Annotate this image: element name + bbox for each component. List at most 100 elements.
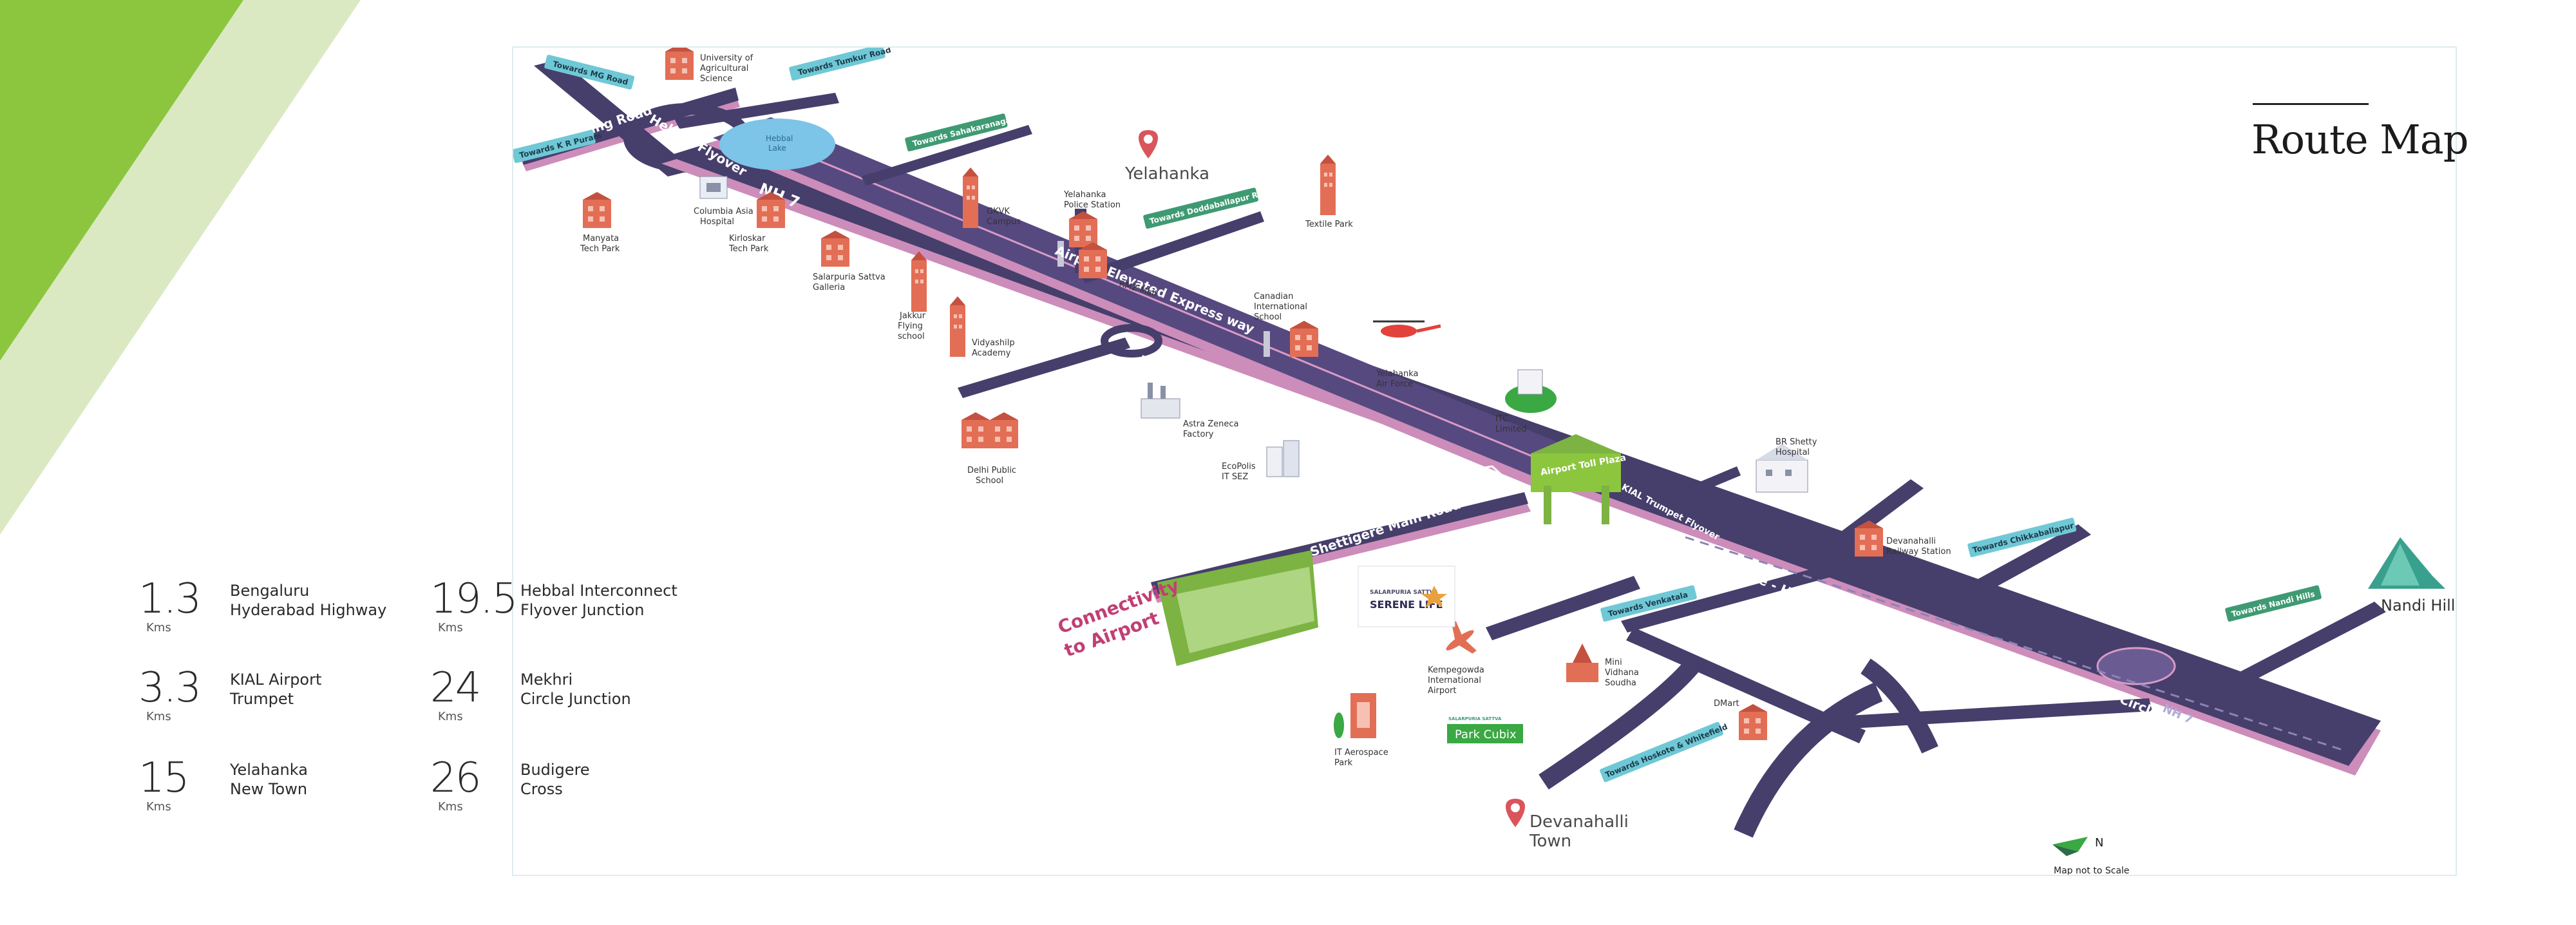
dmart-building bbox=[1739, 704, 1767, 740]
distance-item: 15 Kms Yelahanka New Town bbox=[138, 758, 409, 828]
itc-building bbox=[1505, 369, 1557, 413]
sahakaranagar-road bbox=[861, 125, 1032, 186]
distance-item: 3.3 Kms KIAL Airport Trumpet bbox=[138, 667, 409, 738]
place-label: ITC bbox=[1495, 414, 1508, 424]
place-label: Airport bbox=[1428, 686, 1457, 696]
place-label: IT Aerospace bbox=[1334, 748, 1388, 758]
salarpuria-galleria-building bbox=[821, 231, 849, 267]
distance-unit: Kms bbox=[438, 710, 463, 723]
place-label: Devanahalli bbox=[1886, 537, 1936, 546]
place-label: EcoPolis bbox=[1222, 462, 1256, 472]
distance-value: 24 bbox=[430, 664, 481, 712]
distance-item: 24 Kms Mekhri Circle Junction bbox=[430, 667, 701, 738]
place-label: Hebbal bbox=[766, 134, 793, 143]
police-station-building bbox=[1069, 211, 1097, 247]
place-label: Mini bbox=[1605, 658, 1622, 667]
compass-label: N bbox=[2095, 836, 2103, 850]
dps-building bbox=[990, 412, 1018, 448]
manyata-building bbox=[583, 192, 611, 228]
distance-label: Budigere bbox=[520, 761, 590, 779]
doddaballapur-road bbox=[1080, 211, 1264, 283]
distance-label: Hyderabad Highway bbox=[230, 601, 387, 619]
distance-item: 19.5 Kms Hebbal Interconnect Flyover Jun… bbox=[430, 578, 701, 649]
hebbal-flyover bbox=[534, 59, 694, 176]
distance-label: KIAL Airport bbox=[230, 671, 322, 689]
distance-value: 26 bbox=[430, 754, 481, 802]
place-label: Soudha bbox=[1605, 678, 1636, 688]
direction-sign: Towards Sahakaranagar bbox=[905, 113, 1016, 152]
distance-unit: Kms bbox=[438, 621, 463, 634]
place-label: school bbox=[898, 332, 925, 341]
hebbal-lake bbox=[719, 119, 835, 170]
project-marker[interactable]: SALARPURIA SATTVA SERENE LIFE bbox=[1358, 566, 1455, 627]
local-road bbox=[1621, 563, 1840, 633]
textile-park-tower bbox=[1320, 155, 1336, 215]
place-label: School bbox=[976, 476, 1003, 486]
place-label: Academy bbox=[972, 348, 1011, 358]
canadian-school-building bbox=[1290, 321, 1318, 357]
distance-label: Circle Junction bbox=[520, 690, 631, 708]
place-label: Kirloskar bbox=[729, 234, 766, 243]
kogilu-cross-road bbox=[958, 338, 1130, 398]
factory-icon bbox=[1141, 383, 1180, 419]
place-label: Railway Station bbox=[1886, 547, 1951, 557]
route-map[interactable]: Hebbal Flyover Outer Ring Road NH 7 Airp… bbox=[513, 48, 2456, 875]
place-label: School bbox=[1254, 312, 1282, 322]
local-road bbox=[1626, 627, 1866, 743]
distance-unit: Kms bbox=[438, 800, 463, 814]
road-arrow bbox=[1451, 465, 1508, 486]
town-label: Yelahanka bbox=[1124, 164, 1209, 184]
lane-marking bbox=[1685, 536, 2343, 751]
ecopolis-building bbox=[1266, 440, 1300, 477]
place-label: DMart bbox=[1714, 699, 1739, 709]
place-label: Columbia Asia bbox=[694, 207, 753, 216]
distance-label: Hebbal Interconnect bbox=[520, 582, 677, 600]
airport-link-road bbox=[1486, 576, 1640, 640]
ivc-road bbox=[2226, 602, 2386, 689]
north-arrow-icon bbox=[2052, 837, 2088, 856]
place-label: Police Station bbox=[1064, 200, 1121, 210]
title-rule bbox=[2253, 103, 2369, 105]
distance-value: 1.3 bbox=[138, 575, 202, 623]
helicopter-icon bbox=[1373, 320, 1441, 338]
town-label: Devanahalli bbox=[1530, 812, 1629, 832]
place-label: International bbox=[1254, 302, 1307, 312]
place-label: Jakkur bbox=[899, 311, 926, 321]
distance-item: 1.3 Kms Bengaluru Hyderabad Highway bbox=[138, 578, 409, 649]
local-road bbox=[1861, 658, 1938, 754]
distance-label: Bengaluru bbox=[230, 582, 310, 600]
scale-note: Map not to Scale bbox=[2054, 866, 2130, 875]
expressway-stripe bbox=[744, 129, 1557, 468]
road-network bbox=[520, 59, 2386, 838]
place-label: Manyata bbox=[583, 234, 619, 243]
distance-unit: Kms bbox=[146, 800, 171, 814]
place-label: BR Shetty bbox=[1776, 437, 1817, 447]
distance-label: Cross bbox=[520, 780, 563, 798]
place-label: Hospital bbox=[1776, 448, 1810, 457]
park-cubix-badge[interactable]: SALARPURIA SATTVA Park Cubix bbox=[1447, 716, 1523, 743]
direction-sign: Towards Nandi Hills bbox=[2225, 585, 2322, 622]
place-label: Flying bbox=[898, 321, 923, 331]
place-label: Kempegowda bbox=[1428, 665, 1484, 675]
place-label: Galleria bbox=[813, 283, 845, 292]
place-label: Yelahanka bbox=[1376, 369, 1419, 379]
distance-value: 19.5 bbox=[430, 575, 518, 623]
place-label: International bbox=[1428, 676, 1481, 685]
project-brand: SALARPURIA SATTVA bbox=[1370, 589, 1438, 596]
dps-building bbox=[961, 412, 990, 448]
br-shetty-hospital-building bbox=[1756, 444, 1808, 493]
park-cubix-brand: SALARPURIA SATTVA bbox=[1448, 716, 1502, 721]
distance-value: 15 bbox=[138, 754, 189, 802]
project-name: SERENE LIFE bbox=[1370, 598, 1443, 611]
place-label: Limited bbox=[1495, 424, 1526, 434]
project-logo-star bbox=[1421, 586, 1447, 607]
tumkur-road bbox=[674, 93, 839, 129]
place-label: Park bbox=[1334, 758, 1353, 768]
place-label: Factory bbox=[1183, 430, 1214, 439]
page-title: Route Map bbox=[2251, 116, 2468, 163]
university-building bbox=[665, 48, 694, 80]
place-label: Lake bbox=[768, 144, 786, 153]
place-label: University of bbox=[700, 53, 753, 63]
br-shetty-road bbox=[1660, 466, 1741, 508]
distance-item: 26 Kms Budigere Cross bbox=[430, 758, 701, 828]
